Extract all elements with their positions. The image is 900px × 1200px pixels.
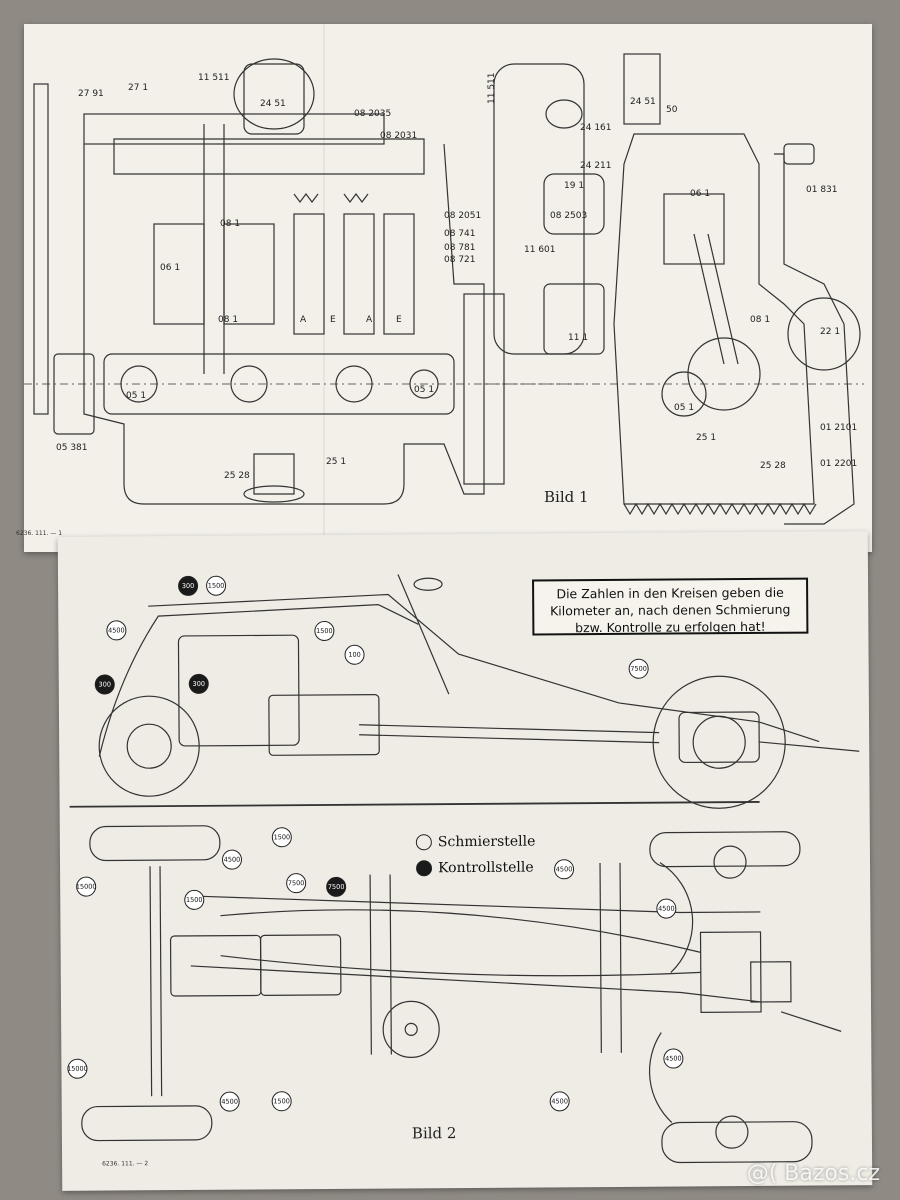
legend-label: Schmierstelle	[437, 833, 536, 851]
lube-badge: 4500	[549, 1091, 570, 1112]
lube-badge: 4500	[656, 898, 677, 919]
part-label: 11 511	[487, 72, 497, 105]
filled-circle-icon	[415, 860, 433, 877]
part-label: 19 1	[564, 181, 585, 191]
check-badge: 300	[178, 575, 199, 596]
part-label: 25 28	[760, 461, 786, 471]
part-label: 08 1	[750, 315, 771, 325]
part-label: 25 1	[696, 433, 717, 443]
part-label: 08 2035	[354, 109, 392, 119]
lube-badge: 15000	[76, 876, 97, 897]
part-label: 01 831	[806, 185, 838, 195]
note-line: bzw. Kontrolle zu erfolgen hat!	[575, 618, 766, 636]
part-label: 01 2201	[820, 459, 858, 469]
part-label: 24 211	[580, 161, 612, 171]
lube-badge: 7500	[628, 658, 649, 679]
sheet-bild-1: 27 91 27 1 11 511 24 51 08 2035 08 2031 …	[16, 24, 872, 552]
part-label: E	[396, 315, 402, 325]
footnote: 6236. 111. — 2	[102, 1160, 149, 1168]
part-label: 05 381	[56, 443, 88, 453]
sheet-bild-2: Die Zahlen in den Kreisen geben die Kilo…	[57, 531, 873, 1191]
lube-badge: 4500	[219, 1091, 240, 1112]
part-label: E	[330, 315, 336, 325]
part-label: 11 1	[568, 333, 589, 343]
part-label: 01 2101	[820, 423, 858, 433]
lube-badge: 7500	[286, 873, 307, 894]
part-label: 11 601	[524, 245, 556, 255]
lube-badge: 1500	[271, 1091, 292, 1112]
part-label: 25 1	[326, 457, 347, 467]
part-label: 06 1	[160, 263, 181, 273]
figure-caption: Bild 2	[411, 1124, 457, 1143]
check-badge: 300	[94, 674, 115, 695]
part-label: 08 721	[444, 255, 476, 265]
part-label: 24 51	[630, 97, 656, 107]
part-label: 08 2051	[444, 211, 482, 221]
lube-badge: 4500	[553, 859, 575, 880]
check-badge: 300	[188, 673, 209, 694]
part-label: 08 1	[218, 315, 239, 325]
chassis-drawing	[69, 574, 860, 1164]
part-label: 50	[666, 105, 678, 115]
part-label: 08 741	[444, 229, 476, 239]
lube-badge: 100	[344, 644, 365, 665]
part-label: 08 2503	[550, 211, 588, 221]
part-label: 24 161	[580, 123, 612, 133]
part-label: 08 2031	[380, 131, 418, 141]
lubrication-note: Die Zahlen in den Kreisen geben die Kilo…	[532, 577, 809, 636]
figure-caption: Bild 1	[544, 488, 589, 506]
lube-badge: 15000	[67, 1058, 88, 1079]
lube-badge: 1500	[184, 889, 205, 910]
note-line: Die Zahlen in den Kreisen geben die	[556, 584, 784, 602]
part-label: 06 1	[690, 189, 711, 199]
lube-badge: 4500	[221, 849, 243, 870]
legend-label: Kontrollstelle	[437, 859, 534, 877]
engine-section-drawing	[24, 24, 864, 552]
note-line: Kilometer an, nach denen Schmierung	[550, 601, 791, 619]
part-label: 22 1	[820, 327, 841, 337]
part-label: 08 1	[220, 219, 241, 229]
legend-lube: Schmierstelle	[415, 833, 536, 851]
part-label: 05 1	[414, 385, 435, 395]
part-label: 27 1	[128, 83, 149, 93]
part-label: 05 1	[126, 391, 147, 401]
lube-badge: 1500	[206, 575, 227, 596]
lube-badge: 4500	[106, 620, 127, 641]
part-label: A	[300, 315, 307, 325]
part-label: 05 1	[674, 403, 695, 413]
lube-badge: 4500	[663, 1048, 684, 1069]
part-label: 11 511	[198, 73, 230, 83]
lube-badge: 1500	[314, 620, 335, 642]
check-badge: 7500	[326, 876, 347, 897]
part-label: 08 781	[444, 243, 476, 253]
part-label: 24 51	[260, 99, 286, 109]
part-label: A	[366, 315, 373, 325]
lube-badge: 1500	[271, 827, 292, 848]
part-label: 25 28	[224, 471, 250, 481]
legend-check: Kontrollstelle	[415, 859, 534, 877]
open-circle-icon	[415, 834, 432, 851]
watermark: @( Bazos.cz	[746, 1161, 880, 1186]
part-label: 27 91	[78, 89, 104, 99]
footnote: 6236. 111. — 1	[16, 530, 63, 537]
